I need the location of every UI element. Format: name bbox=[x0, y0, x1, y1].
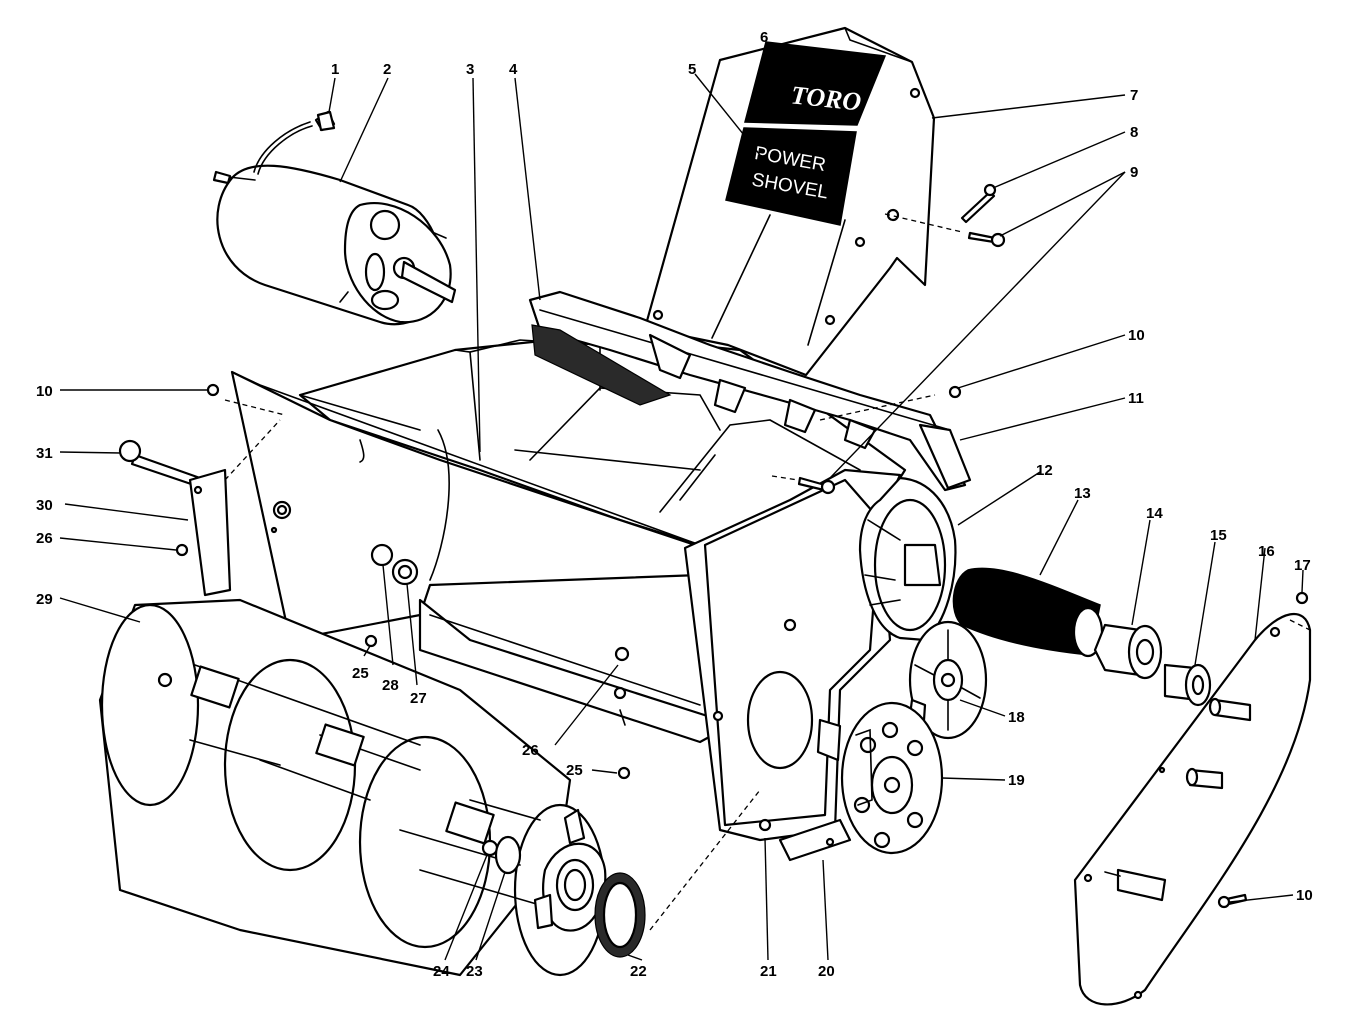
callout-18: 18 bbox=[1008, 709, 1025, 726]
callout-3: 3 bbox=[466, 61, 474, 78]
alignment-lines bbox=[224, 213, 1311, 931]
seal-ring bbox=[594, 872, 646, 958]
callout-16: 16 bbox=[1258, 543, 1275, 560]
callout-31: 31 bbox=[36, 445, 53, 462]
callout-27: 27 bbox=[410, 690, 427, 707]
callout-14: 14 bbox=[1146, 505, 1163, 522]
callout-21: 21 bbox=[760, 963, 777, 980]
callout-20: 20 bbox=[818, 963, 835, 980]
callout-26-left: 26 bbox=[36, 530, 53, 547]
callout-19: 19 bbox=[1008, 772, 1025, 789]
callout-2: 2 bbox=[383, 61, 391, 78]
callout-numbers: 1 2 3 4 5 6 7 8 9 10 11 12 13 14 15 16 1… bbox=[36, 29, 1313, 980]
chute-deflector bbox=[528, 290, 972, 492]
callout-30: 30 bbox=[36, 497, 53, 514]
housing bbox=[230, 333, 907, 862]
motor bbox=[212, 110, 457, 326]
callout-17: 17 bbox=[1294, 557, 1311, 574]
callout-8: 8 bbox=[1130, 124, 1138, 141]
chute-decal: TORO POWER SHOVEL bbox=[725, 41, 887, 226]
pinion-gear bbox=[1093, 623, 1163, 680]
callout-15: 15 bbox=[1210, 527, 1227, 544]
drive-sleeve bbox=[952, 567, 1104, 658]
impeller-rotor bbox=[98, 598, 607, 977]
driven-gear-19 bbox=[840, 701, 944, 855]
leader-lines bbox=[59, 44, 1304, 961]
callout-13: 13 bbox=[1074, 485, 1091, 502]
callout-24: 24 bbox=[433, 963, 450, 980]
callout-10-left: 10 bbox=[36, 383, 53, 400]
callout-25-left: 25 bbox=[352, 665, 369, 682]
callout-10-bottom: 10 bbox=[1296, 887, 1313, 904]
callout-5: 5 bbox=[688, 61, 696, 78]
callout-12: 12 bbox=[1036, 462, 1053, 479]
bushing bbox=[1163, 663, 1212, 707]
callout-6: 6 bbox=[760, 29, 768, 46]
callout-7: 7 bbox=[1130, 87, 1138, 104]
callout-26-center: 26 bbox=[522, 742, 539, 759]
callout-29: 29 bbox=[36, 591, 53, 608]
callout-11: 11 bbox=[1128, 390, 1144, 407]
pulley-18 bbox=[908, 620, 988, 740]
hardware bbox=[118, 110, 1309, 909]
side-cover bbox=[1073, 612, 1312, 1006]
callout-23: 23 bbox=[466, 963, 483, 980]
callout-28: 28 bbox=[382, 677, 399, 694]
callout-22: 22 bbox=[630, 963, 647, 980]
callout-4: 4 bbox=[509, 61, 518, 78]
callout-25-center: 25 bbox=[566, 762, 583, 779]
callout-10-top: 10 bbox=[1128, 327, 1145, 344]
callout-1: 1 bbox=[331, 61, 339, 78]
callout-9: 9 bbox=[1130, 164, 1138, 181]
